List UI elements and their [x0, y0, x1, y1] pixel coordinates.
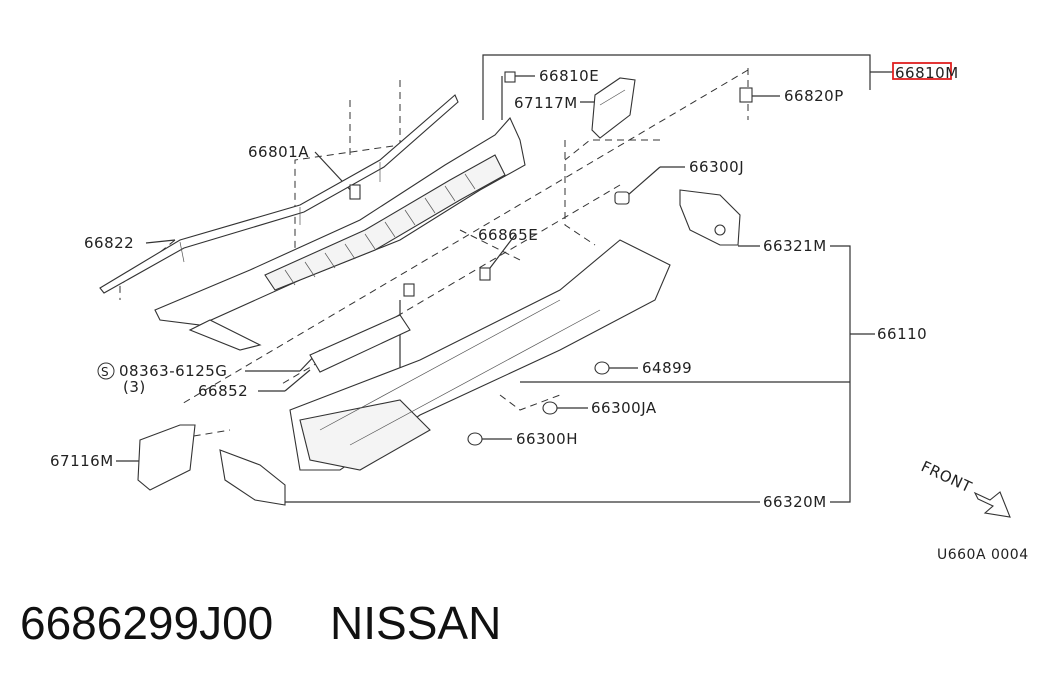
bracket-66321M — [679, 189, 741, 246]
label-66820P: 66820P — [784, 87, 844, 105]
fasteners — [349, 71, 753, 446]
bracket-67116M — [137, 424, 196, 491]
bracket-66320M — [219, 449, 286, 506]
label-64899: 64899 — [642, 359, 692, 377]
label-08363-6125G: 08363-6125G — [119, 362, 227, 380]
diagram-code: U660A 0004 — [937, 547, 1029, 563]
label-66300H: 66300H — [516, 430, 578, 448]
label-67117M: 67117M — [514, 94, 578, 112]
caption: 6686299J00 NISSAN — [20, 596, 501, 650]
label-66810M: 66810M — [895, 64, 959, 82]
front-arrow-icon — [973, 491, 1011, 518]
brand-name: NISSAN — [330, 597, 502, 649]
label-66852: 66852 — [198, 382, 248, 400]
bracket-67117M — [591, 77, 636, 139]
label-66810E: 66810E — [539, 67, 599, 85]
label-66320M: 66320M — [763, 493, 827, 511]
cowl-panel-66110 — [289, 239, 671, 471]
label-66865E: 66865E — [478, 226, 538, 244]
leader-lines — [116, 54, 893, 503]
screw-symbol-letter: S — [101, 365, 109, 379]
label-66300JA: 66300JA — [591, 399, 657, 417]
label-66321M: 66321M — [763, 237, 827, 255]
front-label: FRONT — [918, 457, 975, 496]
part-number: 6686299J00 — [20, 597, 274, 649]
label-66801A: 66801A — [248, 143, 309, 161]
label-08363-qty: (3) — [123, 378, 146, 396]
cowl-top-grille — [154, 116, 526, 351]
label-66110: 66110 — [877, 325, 927, 343]
weatherstrip-66822 — [99, 94, 459, 294]
screw-symbol-icon — [97, 362, 115, 380]
target-part-highlight — [892, 62, 952, 80]
label-67116M: 67116M — [50, 452, 114, 470]
label-66300J: 66300J — [689, 158, 744, 176]
label-66822: 66822 — [84, 234, 134, 252]
